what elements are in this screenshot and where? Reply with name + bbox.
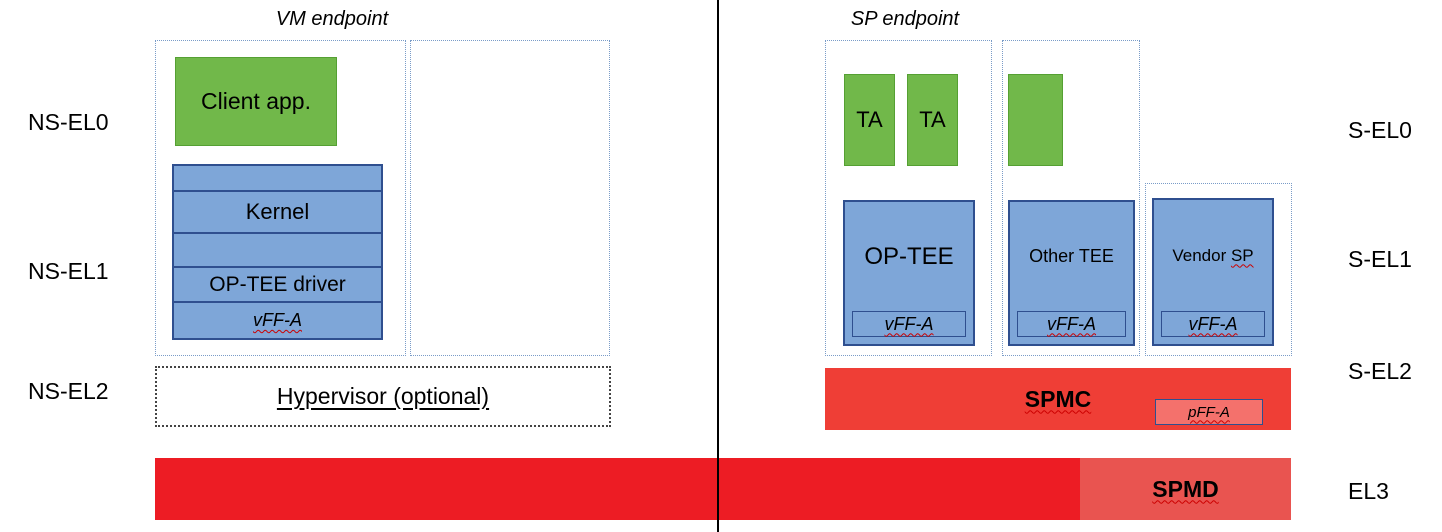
el3-bar: SPMD <box>155 458 1291 520</box>
vendor-sp-box: Vendor SP vFF-A <box>1152 198 1274 346</box>
optee-vffa-box: vFF-A <box>852 311 966 337</box>
vm-endpoint-title: VM endpoint <box>275 8 389 30</box>
vendor-sp-label: Vendor SP <box>1172 245 1254 265</box>
vm-endpoint-box <box>155 40 406 356</box>
kernel-stack-box: Kernel OP-TEE driver vFF-A <box>172 164 383 340</box>
level-label-el3: EL3 <box>1348 478 1389 504</box>
sp-partition-vendor-box <box>1145 183 1292 356</box>
level-label-ns-el2: NS-EL2 <box>28 378 109 404</box>
other-tee-label-row: Other TEE <box>1010 202 1133 311</box>
client-app-box: Client app. <box>175 57 337 146</box>
empty-vm-box <box>410 40 610 356</box>
other-tee-box: Other TEE vFF-A <box>1008 200 1135 346</box>
optee-driver-row: OP-TEE driver <box>174 266 381 301</box>
spmd-label: SPMD <box>1152 475 1219 502</box>
level-label-ns-el1: NS-EL1 <box>28 258 109 284</box>
optee-label: OP-TEE <box>864 242 954 270</box>
hypervisor-box: Hypervisor (optional) <box>155 366 611 427</box>
spmd-segment: SPMD <box>1080 458 1291 520</box>
level-label-s-el2: S-EL2 <box>1348 358 1412 384</box>
other-tee-label: Other TEE <box>1029 246 1114 266</box>
vendor-vffa-box: vFF-A <box>1161 311 1265 337</box>
other-tee-vffa-box: vFF-A <box>1017 311 1126 337</box>
optee-label-row: OP-TEE <box>845 202 973 311</box>
ta-box-2: TA <box>907 74 958 166</box>
spmc-bar: SPMC pFF-A <box>825 368 1291 430</box>
kernel-label: Kernel <box>245 199 310 224</box>
sp-partition-other-tee-box <box>1002 40 1140 356</box>
vm-vffa-label: vFF-A <box>253 310 302 330</box>
unlabeled-ta-box <box>1008 74 1063 166</box>
vm-vffa-row: vFF-A <box>174 301 381 338</box>
level-label-ns-el0: NS-EL0 <box>28 109 109 135</box>
ta-label-2: TA <box>919 107 946 132</box>
optee-driver-label: OP-TEE driver <box>209 272 346 296</box>
hypervisor-label: Hypervisor (optional) <box>276 383 490 409</box>
kernel-stack-empty-top <box>174 166 381 190</box>
el3-firmware-segment <box>155 458 1080 520</box>
other-tee-vffa-label: vFF-A <box>1047 313 1096 334</box>
optee-box: OP-TEE vFF-A <box>843 200 975 346</box>
level-label-s-el0: S-EL0 <box>1348 117 1412 143</box>
normal-secure-divider-line <box>717 0 719 532</box>
pffa-box: pFF-A <box>1155 399 1263 425</box>
kernel-stack-empty-mid <box>174 232 381 266</box>
level-label-s-el1: S-EL1 <box>1348 246 1412 272</box>
kernel-row: Kernel <box>174 190 381 232</box>
spmc-label: SPMC <box>1024 385 1092 412</box>
sp-partition-optee-box <box>825 40 992 356</box>
pffa-label: pFF-A <box>1188 403 1230 421</box>
ta-label-1: TA <box>856 107 883 132</box>
vendor-vffa-label: vFF-A <box>1188 313 1238 334</box>
sp-endpoint-title: SP endpoint <box>850 8 960 30</box>
optee-vffa-label: vFF-A <box>884 313 934 334</box>
vendor-sp-label-row: Vendor SP <box>1154 200 1272 311</box>
ta-box-1: TA <box>844 74 895 166</box>
client-app-label: Client app. <box>201 88 311 114</box>
